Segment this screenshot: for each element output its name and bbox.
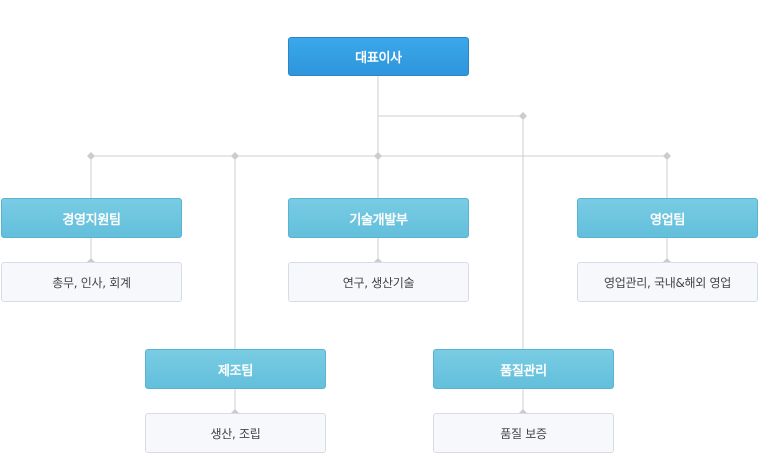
duty-box-quality: 품질 보증 — [433, 413, 614, 453]
junction-diamond — [374, 152, 382, 160]
team-box-manufacturing: 제조팀 — [145, 349, 326, 389]
duty-box-management: 총무, 인사, 회계 — [1, 262, 182, 302]
team-box-quality: 품질관리 — [433, 349, 614, 389]
ceo-box: 대표이사 — [288, 37, 469, 76]
junction-diamond — [231, 152, 239, 160]
duty-box-rnd: 연구, 생산기술 — [288, 262, 469, 302]
team-box-management: 경영지원팀 — [1, 198, 182, 238]
duty-box-manufacturing: 생산, 조립 — [145, 413, 326, 453]
team-box-sales: 영업팀 — [577, 198, 758, 238]
junction-diamond — [519, 112, 527, 120]
junction-diamond — [663, 152, 671, 160]
team-box-rnd: 기술개발부 — [288, 198, 469, 238]
junction-diamond — [87, 152, 95, 160]
duty-box-sales: 영업관리, 국내&해외 영업 — [577, 262, 758, 302]
